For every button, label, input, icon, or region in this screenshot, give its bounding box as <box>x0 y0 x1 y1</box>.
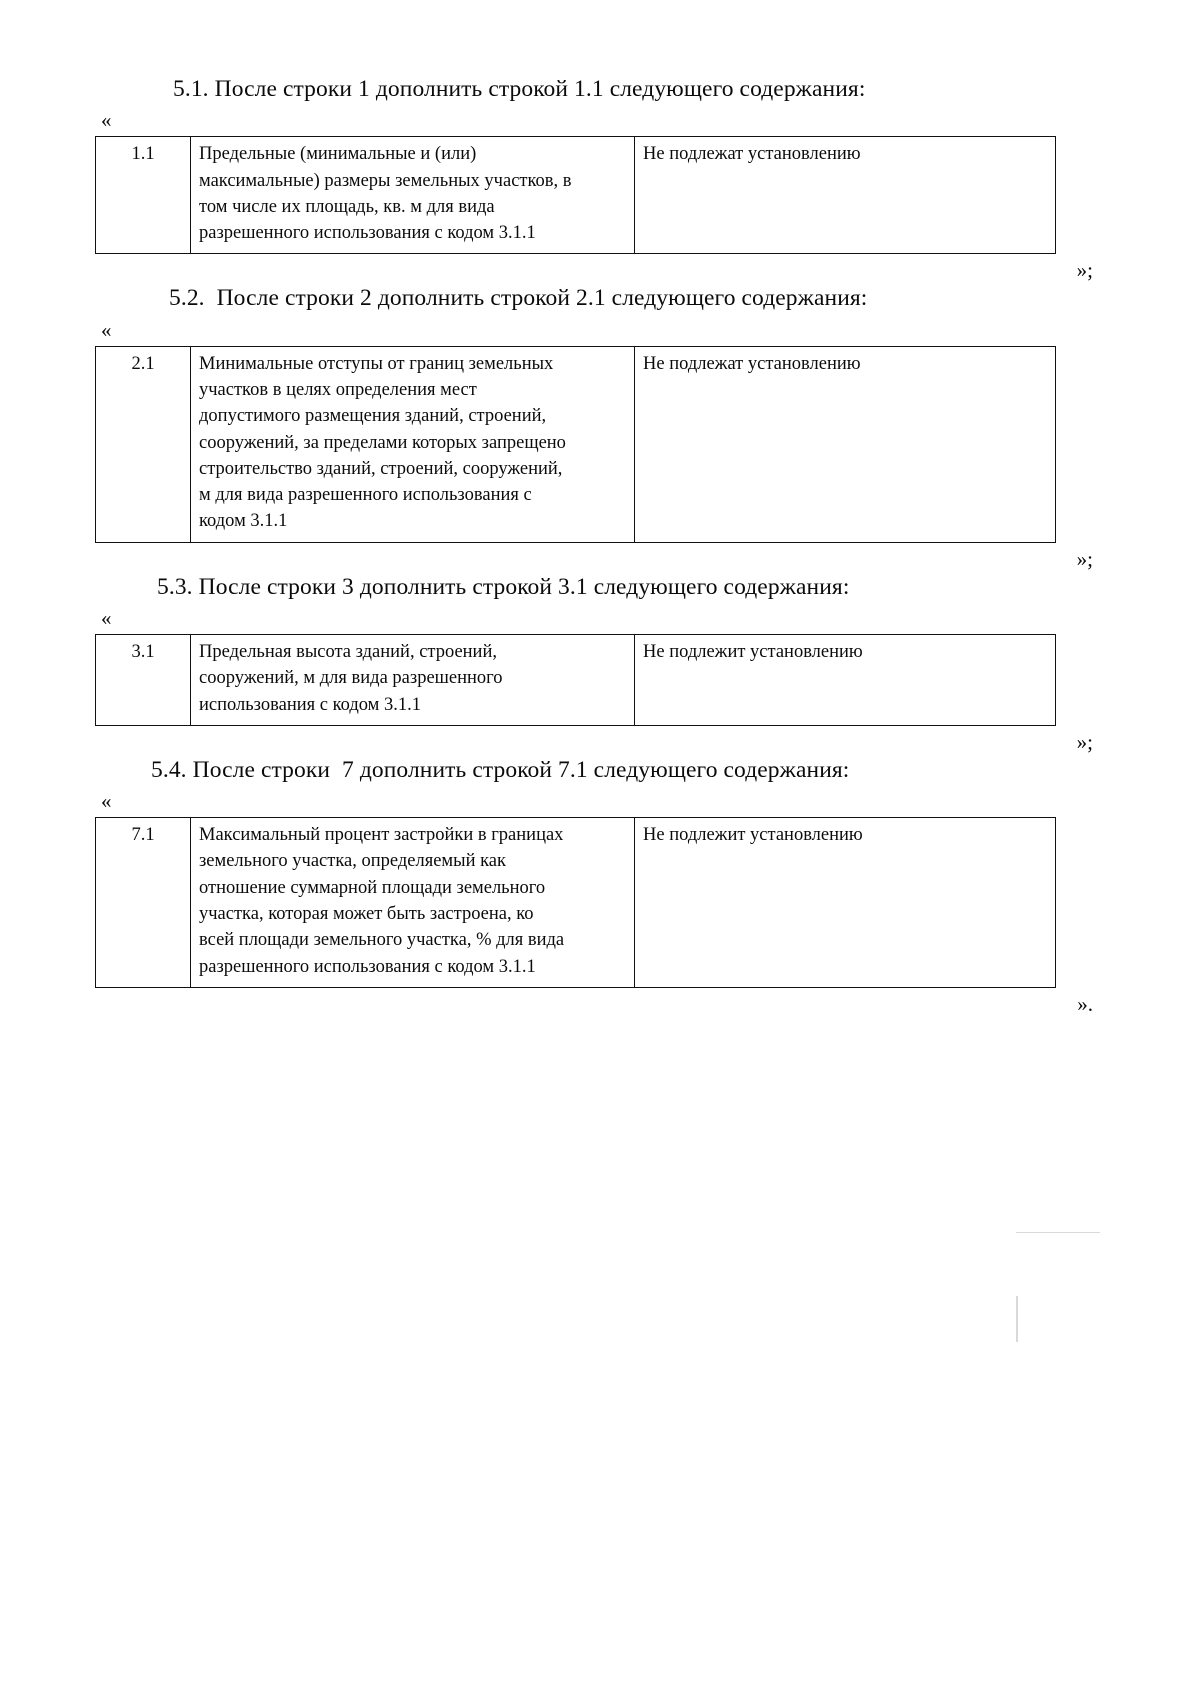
amendment-section-5-4: 5.4. После строки 7 дополнить строкой 7.… <box>95 756 1105 1018</box>
description-line: разрешенного использования с кодом 3.1.1 <box>199 223 536 244</box>
opening-quote-mark: « <box>101 606 112 631</box>
description-line: сооружений, м для вида разрешенного <box>199 668 503 689</box>
table-row: 1.1 Предельные (минимальные и (или) макс… <box>95 136 1056 255</box>
section-heading: 5.3. После строки 3 дополнить строкой 3.… <box>157 573 850 600</box>
closing-quote-mark: ». <box>1077 991 1093 1016</box>
row-number-cell: 2.1 <box>95 345 191 543</box>
description-line: участка, которая может быть застроена, к… <box>199 904 534 925</box>
amendment-section-5-1: 5.1. После строки 1 дополнить строкой 1.… <box>95 75 1105 284</box>
section-heading: 5.4. После строки 7 дополнить строкой 7.… <box>151 756 850 783</box>
description-line: кодом 3.1.1 <box>199 511 288 532</box>
section-heading: 5.2. После строки 2 дополнить строкой 2.… <box>169 285 868 312</box>
row-description-cell: Предельная высота зданий, строений, соор… <box>190 634 635 726</box>
row-description-cell: Минимальные отступы от границ земельных … <box>190 345 635 543</box>
description-line: строительство зданий, строений, сооружен… <box>199 458 563 479</box>
table-row: 2.1 Минимальные отступы от границ земель… <box>95 345 1056 543</box>
document-body: 5.1. После строки 1 дополнить строкой 1.… <box>95 75 1105 1018</box>
closing-quote-mark: »; <box>1076 546 1093 571</box>
closing-quote-mark: »; <box>1076 258 1093 283</box>
description-line: Предельная высота зданий, строений, <box>199 642 497 663</box>
row-description-cell: Максимальный процент застройки в граница… <box>190 817 635 988</box>
description-line: разрешенного использования с кодом 3.1.1 <box>199 956 536 977</box>
table-row: 7.1 Максимальный процент застройки в гра… <box>95 817 1056 988</box>
row-number-cell: 3.1 <box>95 634 191 726</box>
description-line: отношение суммарной площади земельного <box>199 877 546 898</box>
description-line: сооружений, за пределами которых запреще… <box>199 432 566 453</box>
amendment-table: 1.1 Предельные (минимальные и (или) макс… <box>95 136 1056 255</box>
description-line: допустимого размещения зданий, строений, <box>199 406 547 427</box>
scan-artifact <box>1016 1296 1018 1342</box>
row-value-cell: Не подлежит установлению <box>634 817 1056 988</box>
description-line: всей площади земельного участка, % для в… <box>199 930 565 951</box>
row-description-cell: Предельные (минимальные и (или) максимал… <box>190 136 635 255</box>
row-number-cell: 7.1 <box>95 817 191 988</box>
closing-quote-mark: »; <box>1076 729 1093 754</box>
amendment-table: 7.1 Максимальный процент застройки в гра… <box>95 817 1056 988</box>
row-value-cell: Не подлежат установлению <box>634 136 1056 255</box>
amendment-table: 3.1 Предельная высота зданий, строений, … <box>95 634 1056 726</box>
description-line: том числе их площадь, кв. м для вида <box>199 196 495 217</box>
description-line: м для вида разрешенного использования с <box>199 485 532 506</box>
opening-quote-mark: « <box>101 317 112 342</box>
description-line: Максимальный процент застройки в граница… <box>199 825 564 846</box>
description-line: Минимальные отступы от границ земельных <box>199 353 554 374</box>
section-heading: 5.1. После строки 1 дополнить строкой 1.… <box>173 76 866 102</box>
description-line: максимальные) размеры земельных участков… <box>199 170 572 191</box>
row-number-cell: 1.1 <box>95 136 191 255</box>
table-row: 3.1 Предельная высота зданий, строений, … <box>95 634 1056 726</box>
description-line: участков в целях определения мест <box>199 380 477 401</box>
description-line: земельного участка, определяемый как <box>199 851 507 872</box>
amendment-section-5-2: 5.2. После строки 2 дополнить строкой 2.… <box>95 284 1105 572</box>
opening-quote-mark: « <box>101 789 112 814</box>
row-value-cell: Не подлежат установлению <box>634 345 1056 543</box>
amendment-section-5-3: 5.3. После строки 3 дополнить строкой 3.… <box>95 573 1105 756</box>
description-line: Предельные (минимальные и (или) <box>199 144 477 165</box>
row-value-cell: Не подлежит установлению <box>634 634 1056 726</box>
description-line: использования с кодом 3.1.1 <box>199 694 422 715</box>
scan-artifact <box>1016 1232 1100 1233</box>
opening-quote-mark: « <box>101 108 112 133</box>
amendment-table: 2.1 Минимальные отступы от границ земель… <box>95 345 1056 543</box>
